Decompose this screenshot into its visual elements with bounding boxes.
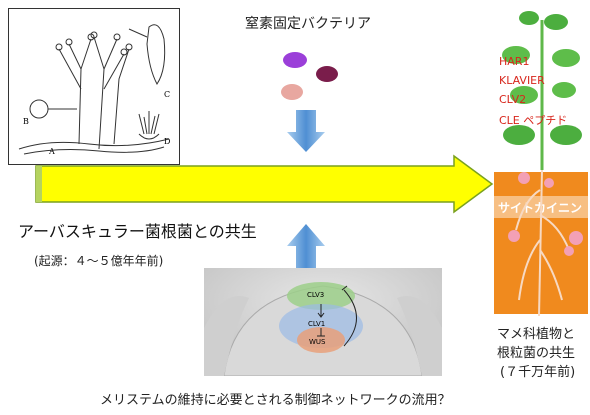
am-origin-text: (起源：４～５億年年前) bbox=[34, 254, 164, 268]
bacteria-cells bbox=[281, 52, 338, 100]
bottom-caption: メリステムの維持に必要とされる制御ネットワークの流用？ bbox=[100, 393, 451, 408]
legume-caption-line2: 根粒菌の共生 bbox=[497, 346, 576, 361]
fungus-label-d: D bbox=[164, 137, 170, 146]
gene-har1: HAR1 bbox=[499, 55, 530, 68]
fungus-label-b: B bbox=[23, 117, 29, 126]
blue-arrow-up bbox=[287, 224, 325, 268]
gene-klavier: KLAVIER bbox=[499, 74, 545, 87]
fungus-label-c: C bbox=[164, 90, 170, 99]
cytokinin-label: サイトカイニン bbox=[498, 201, 583, 215]
clv1-label: CLV1 bbox=[308, 320, 325, 328]
clv3-zone bbox=[287, 282, 355, 310]
evolution-arrow bbox=[35, 154, 494, 214]
am-symbiosis-title: アーバスキュラー菌根菌との共生 bbox=[18, 222, 257, 241]
wus-label: WUS bbox=[309, 338, 326, 346]
legume-caption-line3: (７千万年前) bbox=[500, 365, 576, 380]
bacterium-pink bbox=[281, 84, 303, 100]
gene-clv2: CLV2 bbox=[499, 93, 527, 106]
gene-cle-peptide: CLE ペプチド bbox=[499, 114, 568, 127]
fungus-illustration: A B C D bbox=[18, 24, 170, 156]
arbuscular-mycorrhiza-drawing: A B C D bbox=[8, 8, 180, 165]
bacterium-maroon bbox=[316, 66, 338, 82]
wus-zone bbox=[297, 327, 345, 353]
legume-plant bbox=[502, 11, 583, 316]
clv3-label: CLV3 bbox=[307, 291, 324, 299]
meristem-image: CLV3 CLV1 WUS bbox=[204, 268, 442, 376]
bacteria-title: 窒素固定バクテリア bbox=[245, 16, 371, 32]
blue-arrow-down bbox=[287, 110, 325, 152]
bacterium-purple bbox=[283, 52, 307, 68]
legume-caption-line1: マメ科植物と bbox=[497, 327, 576, 342]
fungus-label-a: A bbox=[48, 147, 55, 156]
